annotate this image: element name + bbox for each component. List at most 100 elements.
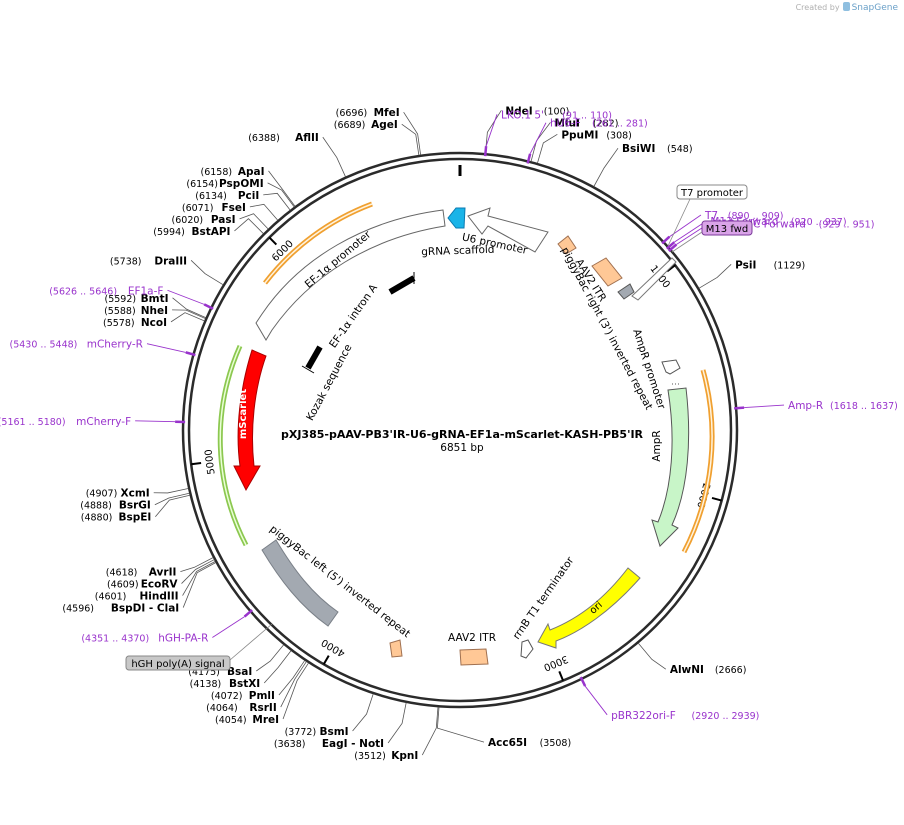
enzyme-name: PsiI <box>735 259 756 271</box>
enzyme-position: (4596) <box>62 604 94 615</box>
primer-site: hGH-PA-R (4351 .. 4370) <box>81 609 253 645</box>
enzyme-site: BsaI(4175) <box>188 644 284 678</box>
enzyme-site: MreI(4054) <box>215 662 309 726</box>
feature-mscarlet <box>233 349 267 492</box>
enzyme-position: (5592) <box>105 294 137 305</box>
enzyme-position: (3638) <box>274 739 306 750</box>
primer-range: (5430 .. 5448) <box>10 340 78 351</box>
enzyme-name: EcoRV <box>141 579 179 591</box>
enzyme-name: AgeI <box>371 119 398 131</box>
primer-site: mCherry-F (5161 .. 5180) <box>0 416 186 428</box>
primer-site: hU6-F(261 .. 281) <box>526 118 648 164</box>
enzyme-site: DraIII(5738) <box>110 255 224 286</box>
enzyme-name: ApaI <box>238 166 265 178</box>
enzyme-name: PmlI <box>249 690 275 702</box>
primer-name: LKO.1 5' <box>501 109 544 121</box>
enzyme-position: (3512) <box>354 751 386 762</box>
tick-label: 4000 <box>320 636 348 658</box>
enzyme-site: BmtI (5592) <box>105 293 206 318</box>
snapgene-logo-icon <box>842 2 850 11</box>
primer-range: (1618 .. 1637) <box>830 401 898 412</box>
feature-aav2-itr-right <box>591 257 623 287</box>
enzyme-name: HindIII <box>139 591 178 603</box>
center-title: pXJ385-pAAV-PB3'IR-U6-gRNA-EF1a-mScarlet… <box>281 428 644 454</box>
primer-name: hGH-PA-R <box>158 633 208 645</box>
enzyme-position: (6154) <box>186 179 218 190</box>
feature-aav2-itr-small-top <box>557 235 577 255</box>
feature-aav2-itr-bottom <box>459 648 489 666</box>
primer-range: (5161 .. 5180) <box>0 417 66 428</box>
plasmid-name: pXJ385-pAAV-PB3'IR-U6-gRNA-EF1a-mScarlet… <box>281 428 644 441</box>
enzyme-position: (5578) <box>103 318 135 329</box>
enzyme-labels: NdeI(100)MluI(282)PpuMI(308)BsiWI(548)Ps… <box>62 105 805 762</box>
enzyme-site: AgeI (6689) <box>334 119 420 156</box>
enzyme-name: AvrII <box>149 567 177 579</box>
feature-u6-promoter <box>467 207 549 253</box>
enzyme-position: (100) <box>544 106 570 117</box>
enzyme-name: EagI - NotI <box>322 738 384 750</box>
primer-name: mCherry-F <box>76 416 131 428</box>
enzyme-position: (4609) <box>107 580 139 591</box>
created-by-label: Created by <box>795 3 840 12</box>
enzyme-site: PspOMI(6154) <box>186 178 295 208</box>
primer-site: mCherry-R(5430 .. 5448) <box>10 339 196 357</box>
primer-range: (920 .. 937) <box>791 217 847 228</box>
enzyme-site: AvrII (4618) <box>106 557 214 579</box>
feature-label-ef1a-intron-a: EF-1α intron A <box>327 282 380 351</box>
enzyme-position: (4601) <box>95 592 127 603</box>
enzyme-position: (5588) <box>104 306 136 317</box>
feature-shapes <box>233 207 690 666</box>
enzyme-name: DraIII <box>154 255 187 267</box>
enzyme-site: HindIII (4601) <box>95 561 216 603</box>
enzyme-name: BstAPI <box>191 226 230 238</box>
enzyme-site: PciI(6134) <box>195 190 291 211</box>
enzyme-name: PpuMI <box>561 129 598 141</box>
feature-ef1a-promoter <box>255 209 446 341</box>
primer-range: (4351 .. 4370) <box>81 634 149 645</box>
tick-mark <box>322 655 330 665</box>
enzyme-site: XcmI(4907) <box>86 488 189 500</box>
feature-ampr-promoter <box>661 359 681 375</box>
feature-piggybac-right <box>617 283 635 300</box>
enzyme-site: MfeI(6696) <box>336 107 422 155</box>
enzyme-name: KpnI <box>391 750 418 762</box>
tick-mark <box>666 264 676 273</box>
feature-label-grna-scaffold: gRNA scaffold <box>421 244 495 259</box>
enzyme-site: NcoI(5578) <box>103 312 205 329</box>
enzyme-name: BsmI <box>319 726 348 738</box>
boxed-feature-labels: T7 promoter M13 fwd hGH poly(A) signal <box>125 184 753 671</box>
enzyme-position: (308) <box>606 130 632 141</box>
enzyme-position: (6689) <box>334 120 366 131</box>
primer-range: (261 .. 281) <box>592 119 648 130</box>
backbone <box>181 151 739 709</box>
tick-mark <box>711 497 722 502</box>
enzyme-position: (4175) <box>188 667 220 678</box>
feature-label-aav2-itr-bottom: AAV2 ITR <box>448 632 496 644</box>
primer-site: Amp-R (1618 .. 1637) <box>734 400 898 412</box>
tick-mark <box>191 462 202 466</box>
t7-promoter-box <box>676 184 748 200</box>
primer-name: Amp-R <box>788 400 823 412</box>
feature-kozak-sequence <box>305 345 323 370</box>
enzyme-name: XcmI <box>121 488 150 500</box>
enzyme-position: (6020) <box>172 215 204 226</box>
enzyme-site: BsrGI(4888) <box>80 492 190 512</box>
enzyme-name: AflII <box>295 132 319 144</box>
hgh-polya-label: hGH poly(A) signal <box>131 659 224 670</box>
enzyme-position: (4618) <box>106 568 138 579</box>
feature-label-kozak-sequence: Kozak sequence <box>304 342 354 422</box>
enzyme-name: BsiWI <box>622 143 655 155</box>
orf-bands <box>217 201 715 554</box>
enzyme-name: PciI <box>238 190 259 202</box>
enzyme-name: BmtI <box>141 293 169 305</box>
enzyme-name: MreI <box>252 714 279 726</box>
m13-fwd-box <box>701 220 753 236</box>
primer-name: pBR322ori-F <box>611 710 676 722</box>
enzyme-name: MluI <box>554 117 579 129</box>
primer-range: (2920 .. 2939) <box>692 711 760 722</box>
feature-ef1a-intron-a <box>388 275 416 295</box>
enzyme-name: BstXI <box>229 678 260 690</box>
enzyme-site: BspEI(4880) <box>81 494 190 524</box>
enzyme-position: (4138) <box>190 679 222 690</box>
